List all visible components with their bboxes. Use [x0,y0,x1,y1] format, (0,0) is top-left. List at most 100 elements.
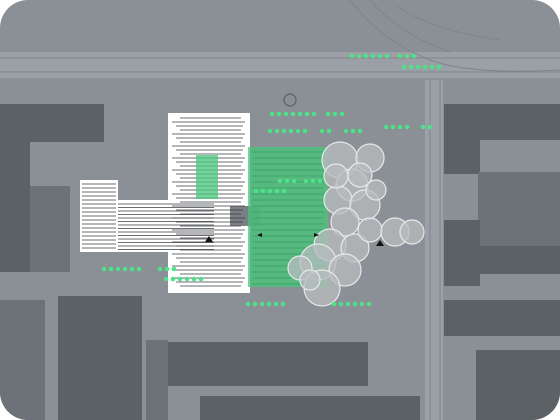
green-dot-marker [332,111,338,117]
green-dot-marker [191,276,197,282]
green-dot-marker [415,64,421,70]
green-dot-marker [252,301,258,307]
green-dot-marker [281,188,287,194]
tree-canopy-icon [299,269,321,291]
entrance-arrow-icon [257,233,262,237]
curved-road [394,4,501,41]
building [30,186,70,272]
green-dot-marker [295,128,301,134]
building [168,342,368,386]
tree-canopy-icon [365,179,387,201]
green-dot-marker [397,53,403,59]
plaza-paving [252,151,324,285]
green-dot-marker [284,178,290,184]
green-dot-marker [164,266,170,272]
curved-road [349,0,560,72]
green-dot-marker [304,111,310,117]
curved-road [369,0,451,53]
green-courtyard [196,155,218,199]
green-dot-marker [273,301,279,307]
green-dot-marker [317,178,323,184]
green-dot-marker [276,111,282,117]
green-dot-marker [420,124,426,130]
green-dot-marker [326,128,332,134]
building [444,300,560,336]
green-dot-marker [245,301,251,307]
building [444,220,480,286]
green-dot-marker [259,301,265,307]
green-dot-marker [136,266,142,272]
green-dot-marker [291,178,297,184]
landmark-circle [283,93,297,107]
green-dot-marker [401,64,407,70]
green-dot-marker [345,301,351,307]
green-dot-marker [302,128,308,134]
building [0,142,30,272]
green-dot-marker [277,178,283,184]
green-dot-marker [129,266,135,272]
green-dot-marker [384,53,390,59]
tree-canopy-icon [357,217,383,243]
building [58,296,142,420]
green-dot-marker [310,178,316,184]
green-dot-marker [408,64,414,70]
entrance-arrow-icon [314,233,319,237]
tree-canopy-icon [330,207,360,237]
green-dot-marker [359,301,365,307]
green-dot-marker [383,124,389,130]
green-dot-marker [253,188,259,194]
entrance-triangle-icon [376,240,384,246]
building [444,140,480,174]
green-dot-marker [319,128,325,134]
green-dot-marker [115,266,121,272]
green-dot-marker [303,178,309,184]
green-dot-marker [266,301,272,307]
green-dot-marker [429,64,435,70]
green-dot-marker [288,128,294,134]
entrance-triangle-icon [205,236,213,242]
green-dot-marker [171,266,177,272]
green-dot-marker [267,128,273,134]
tree-group [287,141,425,307]
main-building [80,113,260,293]
green-dot-marker [339,111,345,117]
green-dot-marker [377,53,383,59]
top-road [0,52,560,78]
green-dot-marker [280,301,286,307]
green-dot-marker [370,53,376,59]
green-dot-marker [352,301,358,307]
green-dot-marker [198,276,204,282]
green-dot-marker [157,266,163,272]
green-dot-marker [390,124,396,130]
green-dot-marker [274,128,280,134]
green-dot-marker [349,53,355,59]
green-dot-marker [343,128,349,134]
green-dot-marker [422,64,428,70]
green-dot-marker [297,111,303,117]
green-dot-marker [411,53,417,59]
building [0,300,45,420]
green-dot-marker [404,124,410,130]
green-dot-marker [267,188,273,194]
green-dot-marker [108,266,114,272]
tree-canopy-icon [347,162,373,188]
green-dot-marker [269,111,275,117]
building [0,104,104,142]
green-dot-marker [290,111,296,117]
green-dot-marker [260,188,266,194]
tree-canopy-icon [323,163,349,189]
green-dot-marker [325,111,331,117]
green-dot-marker [311,111,317,117]
green-dot-marker [427,124,433,130]
green-dot-marker [281,128,287,134]
tree-canopy-icon [399,219,425,245]
green-dot-marker [397,124,403,130]
green-dot-marker [283,111,289,117]
building [200,396,420,420]
right-road-lane [429,80,441,420]
green-dot-marker [331,301,337,307]
green-dot-marker [366,301,372,307]
green-dot-marker [363,53,369,59]
green-dot-marker [274,188,280,194]
building [444,104,560,140]
